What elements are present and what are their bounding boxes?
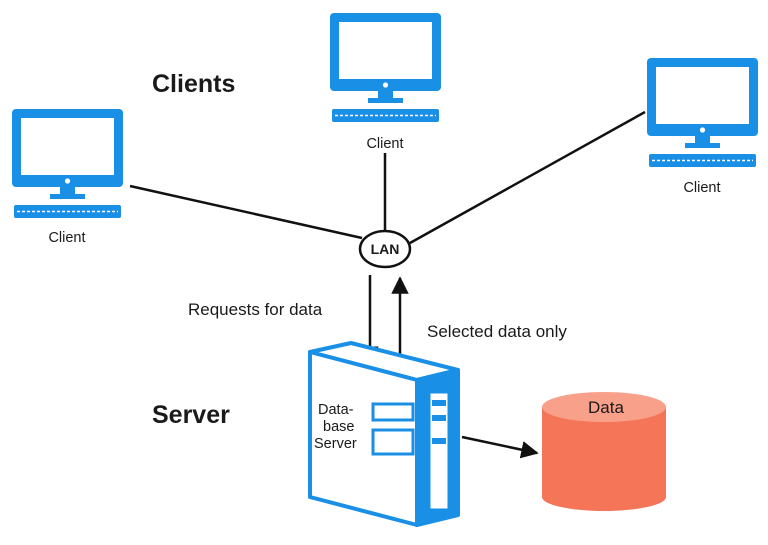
client-label: Client [48,230,85,246]
lan-label: LAN [371,241,400,257]
client-label: Client [366,136,403,152]
server-label-line: base [323,419,354,435]
monitor-icon [330,13,441,103]
server-label-line: Server [314,436,357,452]
response-label: Selected data only [427,322,567,341]
client-right-link [409,110,646,245]
client-computer-center: Client [330,13,441,152]
database-label: Data [588,398,624,417]
keyboard-icon [649,154,756,167]
server-to-data-arrow [461,435,539,459]
server-heading: Server [152,401,230,429]
client-left-link [129,184,363,240]
keyboard-icon [14,205,121,218]
server-label-line: Data- [318,402,354,418]
client-label: Client [683,180,720,196]
request-label: Requests for data [188,300,323,319]
lan-node: LAN [358,229,412,269]
server-label: Data- base Server [314,402,357,452]
monitor-icon [12,109,123,199]
client-computer-right: Client [647,58,758,196]
server-tower-icon [308,341,460,527]
keyboard-icon [332,109,439,122]
monitor-icon [647,58,758,148]
client-computer-left: Client [12,109,123,246]
database-cylinder-icon: Data [542,392,666,511]
clients-heading: Clients [152,70,235,98]
